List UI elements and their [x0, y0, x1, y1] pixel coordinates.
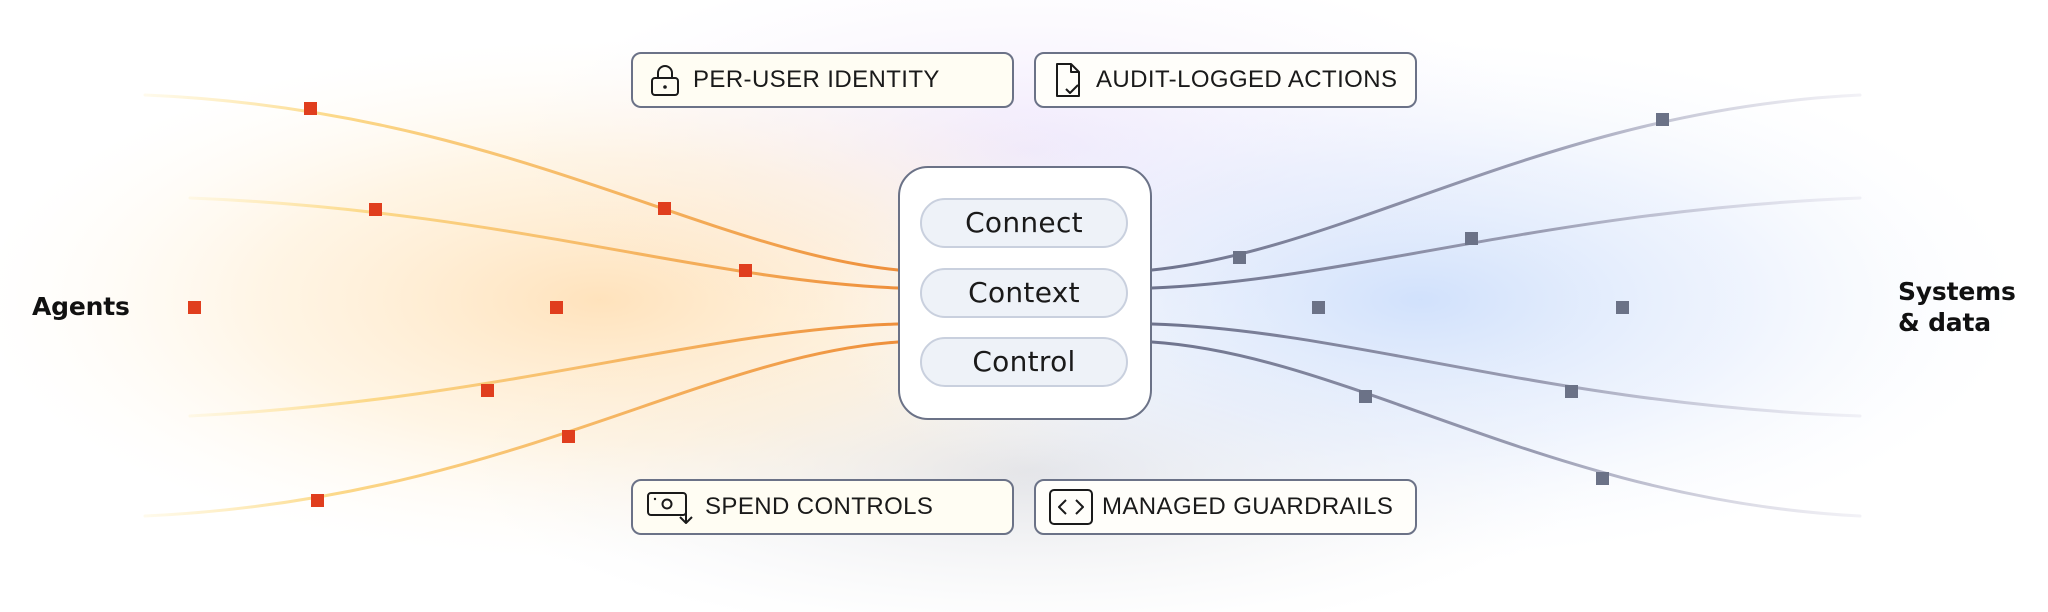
agent-marker — [188, 301, 201, 314]
system-marker — [1565, 385, 1578, 398]
connect-pill[interactable]: Connect — [920, 198, 1128, 248]
system-marker — [1465, 232, 1478, 245]
agent-marker — [481, 384, 494, 397]
control-pill[interactable]: Control — [920, 337, 1128, 387]
systems-data-label: Systems & data — [1898, 277, 2016, 337]
audit-logged-actions-badge: AUDIT-LOGGED ACTIONS — [1034, 52, 1417, 108]
spend-controls-label: SPEND CONTROLS — [705, 493, 934, 520]
system-marker — [1656, 113, 1669, 126]
system-marker — [1616, 301, 1629, 314]
agent-marker — [311, 494, 324, 507]
agent-marker — [562, 430, 575, 443]
managed-guardrails-label: MANAGED GUARDRAILS — [1102, 493, 1394, 520]
document-check-icon — [1048, 60, 1088, 100]
money-download-icon — [645, 487, 697, 527]
agent-marker — [658, 202, 671, 215]
lock-icon — [645, 60, 685, 100]
agents-label: Agents — [32, 292, 130, 321]
spend-controls-badge: SPEND CONTROLS — [631, 479, 1014, 535]
context-pill[interactable]: Context — [920, 268, 1128, 318]
system-marker — [1359, 390, 1372, 403]
system-marker — [1596, 472, 1609, 485]
per-user-identity-badge: PER-USER IDENTITY — [631, 52, 1014, 108]
agent-marker — [739, 264, 752, 277]
code-brackets-icon — [1048, 487, 1094, 527]
audit-logged-actions-label: AUDIT-LOGGED ACTIONS — [1096, 66, 1398, 93]
agent-marker — [550, 301, 563, 314]
agent-marker — [304, 102, 317, 115]
hub-box: Connect Context Control — [898, 166, 1152, 420]
managed-guardrails-badge: MANAGED GUARDRAILS — [1034, 479, 1417, 535]
system-marker — [1312, 301, 1325, 314]
agent-marker — [369, 203, 382, 216]
system-marker — [1233, 251, 1246, 264]
per-user-identity-label: PER-USER IDENTITY — [693, 66, 940, 93]
